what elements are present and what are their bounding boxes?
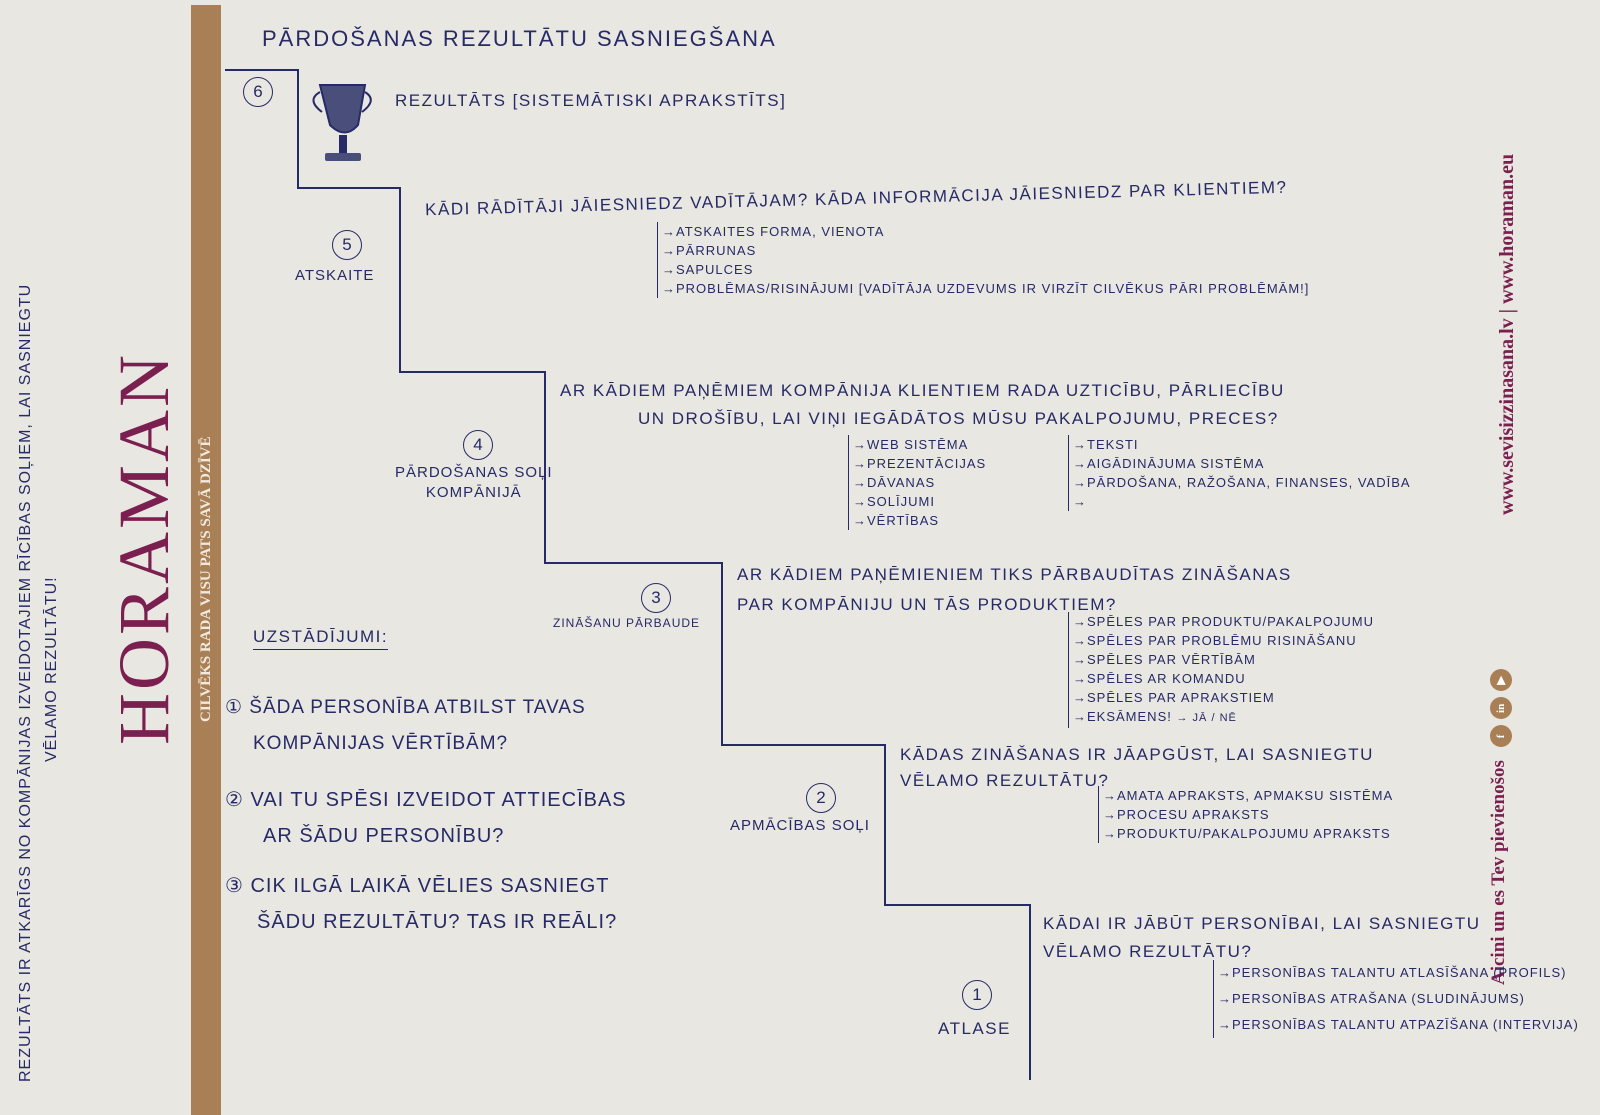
step-question: Kādas zināšanas ir jāapgūst, lai sasnieg… [900,745,1374,790]
step-label: Atlase [938,1019,1011,1038]
trophy-icon [312,84,372,161]
settings-question: ③ Cik ilgā laikā vēlies sasniegtšādu rez… [225,875,618,933]
step-question: Kādai ir jābūt personībai, lai sasniegtu… [1043,914,1481,961]
step-items-left: Web sistēmaPrezentācijasDāvanasSolījumiV… [848,435,986,530]
settings-heading: Uzstādījumi: [253,628,389,650]
step-label: Zināšanu pārbaude [553,616,701,630]
step-number: 6 [243,77,273,107]
invite-text: Aicini un es Tev pievienošos fin▶ [1488,663,1512,985]
step-label: Pārdošanas soļikompānijā [395,464,553,501]
settings-question: ① Šāda personība atbilst tavaskompānijas… [225,697,586,754]
step-items: Spēles par produktu/pakalpojumuSpēles pa… [1068,612,1374,728]
step-items: Personības talantu atlasīšana (profils)P… [1213,960,1579,1038]
youtube-icon[interactable]: ▶ [1490,669,1512,692]
step-number: 3 [641,583,671,613]
side-note: Rezultāts ir atkarīgs no kompānijas izve… [17,283,60,1082]
step-number: 5 [332,230,362,260]
step-label: Apmācības soļi [730,817,870,834]
page-title: Pārdošanas rezultātu sasniegšana [262,26,777,51]
step-number: 1 [962,980,992,1010]
horaman-logo: HORAMAN [104,351,184,745]
step-number: 4 [463,430,493,460]
step-question: Ar kādiem paņēmiem kompānija klientiem r… [560,381,1285,428]
facebook-icon[interactable]: f [1490,725,1512,748]
websites[interactable]: www.sevisizzinasana.lv | www.horaman.eu [1496,153,1518,515]
brand-strip [191,5,221,1115]
linkedin-icon[interactable]: in [1490,697,1512,720]
step-question: Ar kādiem paņēmieniem tiks pārbaudītas z… [737,565,1292,614]
step-items: Amata apraksts, apmaksu sistēmaProcesu a… [1098,786,1393,843]
step-items-right: TekstiAigādinājuma sistēmaPārdošana, raž… [1068,435,1411,511]
result-heading: Rezultāts [sistemātiski aprakstīts] [395,91,787,110]
step-items: Atskaites forma, vienotaPārrunasSapulces… [657,222,1309,298]
brand-slogan: Cilvēks rada visu pats savā dzīvē [198,436,214,722]
step-number: 2 [806,783,836,813]
settings-question: ② Vai tu spēsi izveidot attiecībasar šād… [225,789,627,847]
step-label: Atskaite [295,267,375,284]
